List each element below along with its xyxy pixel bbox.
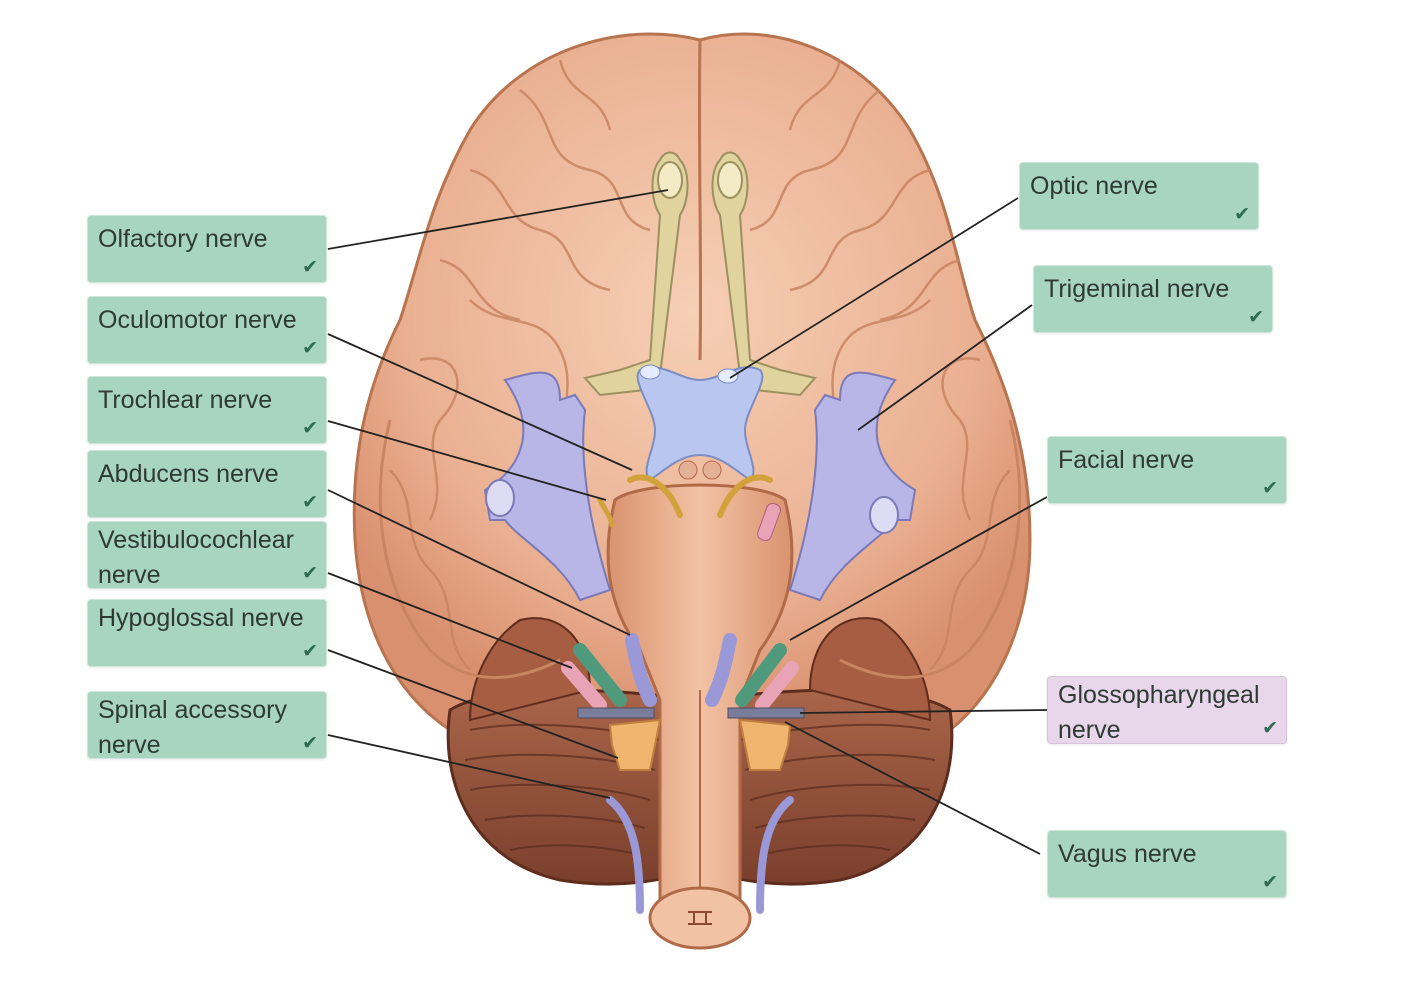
leader-line-olfactory — [327, 189, 669, 250]
check-icon: ✔ — [302, 492, 318, 513]
label-text: Optic nerve — [1030, 172, 1158, 200]
label-text: Abducens nerve — [98, 460, 279, 488]
leader-line-glossopharyngeal — [799, 709, 1048, 714]
label-text: Oculomotor nerve — [98, 306, 297, 334]
label-trochlear-nerve[interactable]: Trochlear nerve ✔ — [87, 376, 327, 444]
label-vagus-nerve[interactable]: Vagus nerve ✔ — [1047, 830, 1287, 898]
leader-line-facial — [789, 496, 1048, 641]
leader-line-hypoglossal — [327, 649, 619, 759]
label-text: Spinal accessory nerve — [98, 696, 287, 759]
leader-line-abducens — [327, 489, 631, 636]
label-text: Trochlear nerve — [98, 386, 273, 414]
check-icon: ✔ — [1262, 478, 1278, 499]
label-text: Vagus nerve — [1058, 840, 1197, 868]
label-spinal-accessory-nerve[interactable]: Spinal accessory nerve ✔ — [87, 691, 327, 759]
label-text: Trigeminal nerve — [1044, 275, 1230, 303]
label-abducens-nerve[interactable]: Abducens nerve ✔ — [87, 450, 327, 518]
leader-line-trochlear — [327, 420, 607, 501]
check-icon: ✔ — [302, 641, 318, 662]
label-vestibulocochlear-nerve[interactable]: Vestibulocochlear nerve ✔ — [87, 521, 327, 589]
leader-line-vagus — [784, 721, 1041, 855]
check-icon: ✔ — [1262, 872, 1278, 893]
check-icon: ✔ — [302, 733, 318, 754]
label-glossopharyngeal-nerve[interactable]: Glossopharyngeal nerve ✔ — [1047, 676, 1287, 744]
label-oculomotor-nerve[interactable]: Oculomotor nerve ✔ — [87, 296, 327, 364]
leader-line-spinal-accessory — [327, 734, 611, 799]
label-olfactory-nerve[interactable]: Olfactory nerve ✔ — [87, 215, 327, 283]
label-trigeminal-nerve[interactable]: Trigeminal nerve ✔ — [1033, 265, 1273, 333]
trigeminal-structures — [483, 371, 917, 602]
leader-lines — [327, 189, 1048, 855]
check-icon: ✔ — [302, 563, 318, 584]
check-icon: ✔ — [1234, 204, 1250, 225]
olfactory-structures — [583, 151, 817, 397]
label-facial-nerve[interactable]: Facial nerve ✔ — [1047, 436, 1287, 504]
leader-line-trigeminal — [857, 304, 1033, 431]
leader-line-optic — [729, 197, 1019, 379]
leader-line-oculomotor — [327, 333, 633, 471]
label-text: Hypoglossal nerve — [98, 604, 304, 632]
check-icon: ✔ — [1262, 718, 1278, 739]
label-text: Glossopharyngeal nerve — [1058, 681, 1260, 744]
check-icon: ✔ — [302, 338, 318, 359]
leader-line-vestibulocochlear — [327, 572, 573, 669]
label-optic-nerve[interactable]: Optic nerve ✔ — [1019, 162, 1259, 230]
check-icon: ✔ — [302, 257, 318, 278]
label-hypoglossal-nerve[interactable]: Hypoglossal nerve ✔ — [87, 599, 327, 667]
label-text: Facial nerve — [1058, 446, 1195, 474]
label-text: Olfactory nerve — [98, 225, 268, 253]
check-icon: ✔ — [302, 418, 318, 439]
label-text: Vestibulocochlear nerve — [98, 526, 294, 589]
check-icon: ✔ — [1248, 307, 1264, 328]
